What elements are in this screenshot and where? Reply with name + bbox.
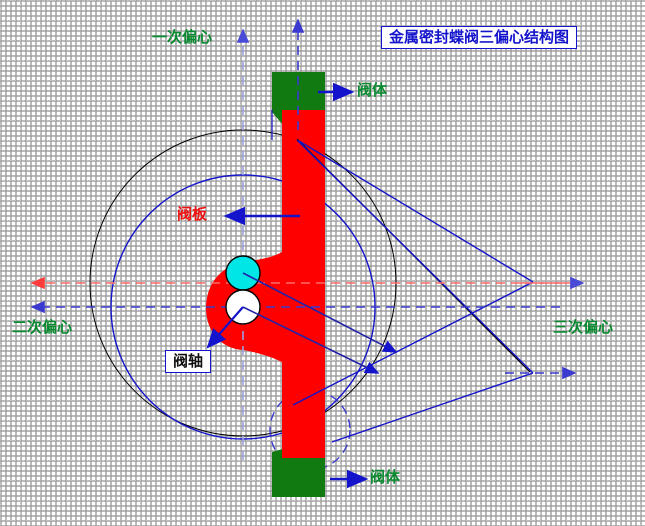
leader-valve-shaft-out xyxy=(206,306,244,349)
diagram-title: 金属密封蝶阀三偏心结构图 xyxy=(381,26,578,49)
label-first-eccentricity: 一次偏心 xyxy=(152,28,213,46)
label-valve-plate: 阀板 xyxy=(177,205,208,223)
label-valve-shaft: 阀轴 xyxy=(165,350,212,373)
label-third-eccentricity: 三次偏心 xyxy=(553,318,614,336)
label-valve-body-bottom: 阀体 xyxy=(370,468,401,486)
cone-line-blue-lower-1 xyxy=(292,281,534,406)
leader-shaft-hub-to-cone xyxy=(242,272,398,353)
cone-line-blue-lower-2 xyxy=(331,372,534,443)
cone-line-blue-upper-2 xyxy=(296,139,534,374)
label-valve-body-top: 阀体 xyxy=(357,81,388,99)
label-second-eccentricity: 二次偏心 xyxy=(12,318,73,336)
leader-shaft-bore-to-cone xyxy=(242,306,380,374)
cone-line-blue-upper-1 xyxy=(298,140,534,283)
